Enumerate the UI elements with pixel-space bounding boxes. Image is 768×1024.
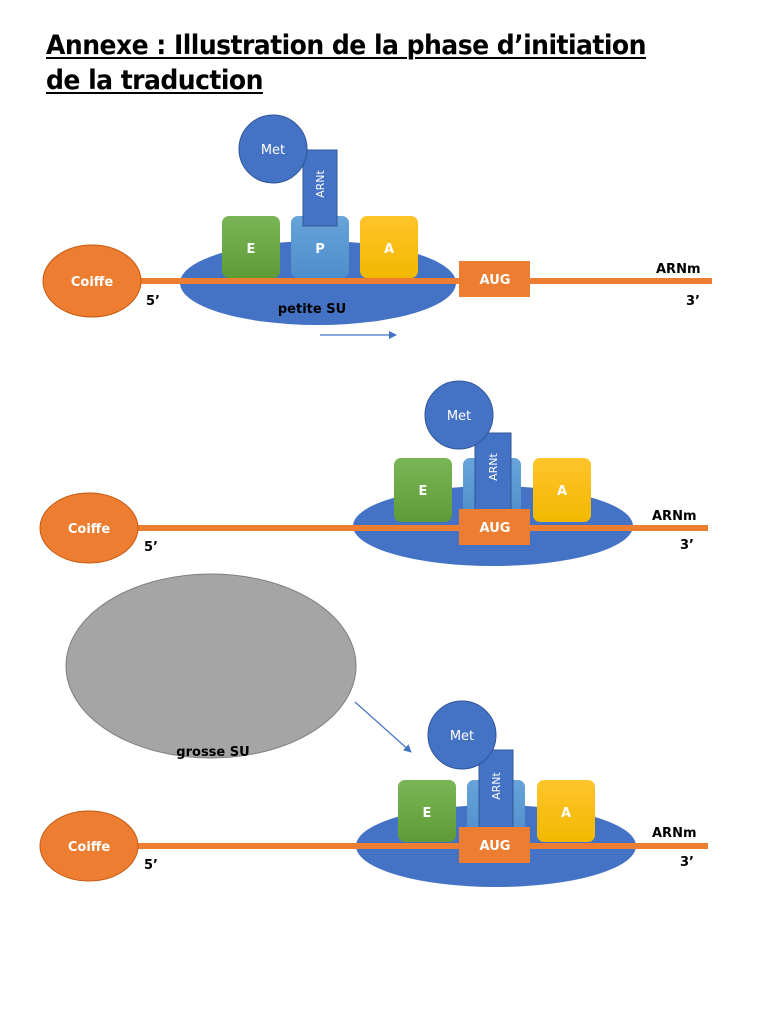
assembly-arrow (354, 701, 412, 753)
three-prime-label: 3’ (680, 538, 694, 553)
site-p-label: P (315, 242, 325, 257)
three-prime-label: 3’ (686, 294, 700, 309)
cap-label: Coiffe (68, 522, 110, 537)
aug-codon-label: AUG (480, 521, 511, 536)
aug-codon-box (459, 827, 530, 863)
met-amino-acid (424, 380, 494, 450)
trna-label: ARNt (487, 452, 500, 480)
five-prime-label: 5’ (146, 294, 160, 309)
site-a-box (533, 458, 591, 522)
site-e-box (398, 780, 456, 842)
stage-3: grosse SU E A ARNt Met AUG Coiffe 5’ 3’ … (39, 573, 708, 887)
site-e-label: E (247, 242, 256, 257)
site-a-label: A (561, 806, 571, 821)
small-subunit-label: petite SU (278, 302, 346, 317)
five-prime-label: 5’ (144, 858, 158, 873)
mrna-label: ARNm (656, 262, 701, 277)
page-title: Annexe : Illustration de la phase d’init… (46, 28, 646, 98)
three-prime-label: 3’ (680, 855, 694, 870)
trna-label: ARNt (314, 169, 327, 197)
mrna-label: ARNm (652, 509, 697, 524)
stage-1: E P A ARNt Met AUG Coiffe 5’ 3’ ARNm pet… (42, 114, 712, 339)
aug-codon-box (459, 509, 530, 545)
cap (39, 492, 139, 564)
met-label: Met (450, 729, 474, 744)
mrna-label: ARNm (652, 826, 697, 841)
cap-label: Coiffe (68, 840, 110, 855)
site-a-box (537, 780, 595, 842)
site-e-label: E (423, 806, 432, 821)
large-subunit-label: grosse SU (176, 745, 249, 760)
met-amino-acid (427, 700, 497, 770)
cap (42, 244, 142, 318)
cap (39, 810, 139, 882)
five-prime-label: 5’ (144, 540, 158, 555)
aug-codon-box (459, 261, 530, 297)
stage-2: E A ARNt Met AUG Coiffe 5’ 3’ ARNm (39, 380, 708, 566)
site-e-label: E (419, 484, 428, 499)
trna-label: ARNt (490, 771, 503, 799)
title-line-2: de la traduction (46, 65, 263, 96)
cap-label: Coiffe (71, 275, 113, 290)
title-line-1: Annexe : Illustration de la phase d’init… (46, 30, 646, 61)
large-subunit (65, 573, 357, 759)
site-a-label: A (557, 484, 567, 499)
aug-codon-label: AUG (480, 273, 511, 288)
site-e-box (222, 216, 280, 278)
met-amino-acid (238, 114, 308, 184)
site-e-box (394, 458, 452, 522)
met-label: Met (261, 143, 285, 158)
site-a-box (360, 216, 418, 278)
aug-codon-label: AUG (480, 839, 511, 854)
trna-stem (302, 149, 338, 227)
site-a-label: A (384, 242, 394, 257)
met-label: Met (447, 409, 471, 424)
site-p-box (291, 216, 349, 278)
